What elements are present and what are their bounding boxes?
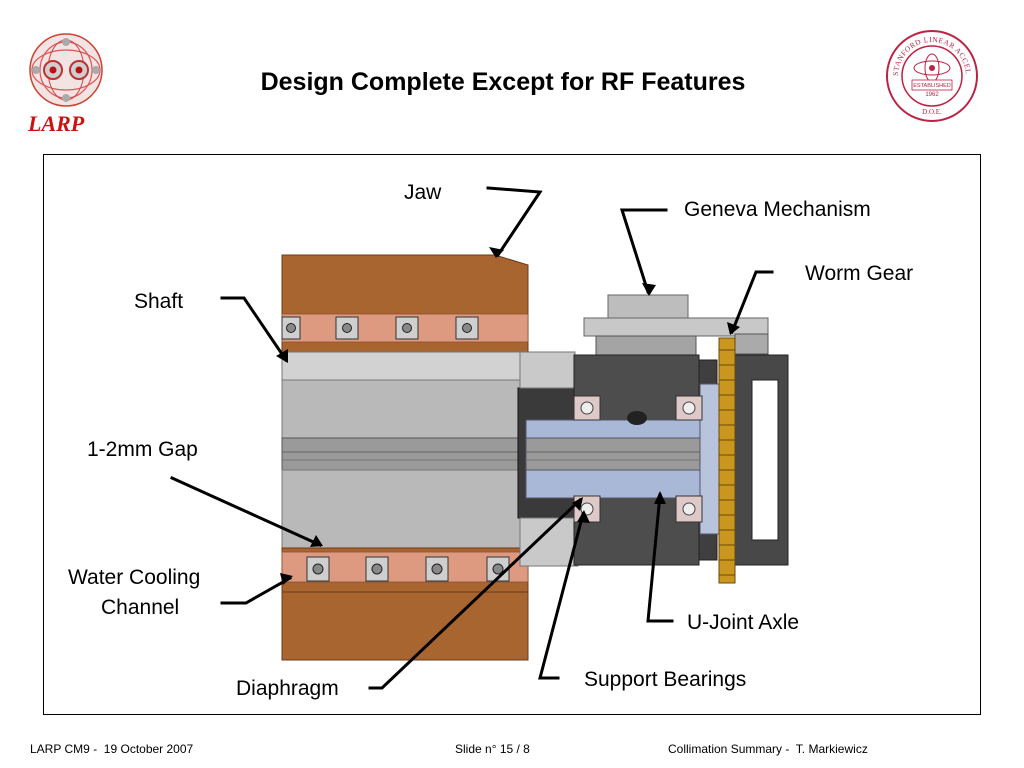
- footer-right: Collimation Summary - T. Markiewicz: [668, 742, 868, 756]
- ujoint-leader: [646, 493, 674, 623]
- label-diaphragm: Diaphragm: [236, 677, 339, 700]
- label-gap: 1-2mm Gap: [87, 438, 198, 461]
- worm-gear-leader: [730, 270, 774, 334]
- seal-year: 1962: [925, 92, 939, 98]
- water-cooling-leader: [220, 575, 293, 605]
- jaw-leader: [486, 186, 543, 258]
- label-water-cooling: Water Cooling: [68, 566, 201, 589]
- gap-leader: [170, 476, 322, 547]
- geneva-top: [607, 294, 689, 320]
- footer-left: LARP CM9 - 19 October 2007: [30, 742, 194, 756]
- worm-gear: [718, 337, 736, 584]
- diagram-frame: [43, 154, 981, 715]
- support-bearings-leader: [538, 512, 585, 680]
- label-u-joint-axle: U-Joint Axle: [687, 611, 800, 634]
- upper-cooling-channels: [281, 316, 479, 340]
- slide-title: Design Complete Except for RF Features: [260, 68, 746, 96]
- diaphragm-leader: [368, 497, 583, 690]
- label-jaw: Jaw: [404, 181, 442, 204]
- larp-logo-text: LARP: [28, 111, 85, 136]
- support-bearings: [573, 395, 703, 523]
- geneva-leader: [619, 208, 668, 294]
- upper-jaw: [281, 254, 529, 366]
- slac-seal-icon: STANFORD LINEAR ACCELERATOR CENTER ESTAB…: [884, 28, 978, 122]
- label-shaft: Shaft: [134, 290, 184, 313]
- lower-cooling-channels: [306, 556, 510, 582]
- label-channel: Channel: [101, 596, 180, 619]
- seal-dept: D.O.E.: [922, 108, 942, 116]
- seal-established: ESTABLISHED: [913, 83, 951, 89]
- shaft-lower: [281, 469, 543, 549]
- label-geneva-mechanism: Geneva Mechanism: [684, 198, 871, 221]
- label-support-bearings: Support Bearings: [584, 668, 747, 691]
- label-worm-gear: Worm Gear: [805, 262, 914, 285]
- footer-slide-number: Slide n° 15 / 8: [455, 742, 530, 756]
- larp-logo-icon: [29, 33, 103, 107]
- shaft-upper: [281, 351, 543, 381]
- shaft-leader: [220, 296, 289, 363]
